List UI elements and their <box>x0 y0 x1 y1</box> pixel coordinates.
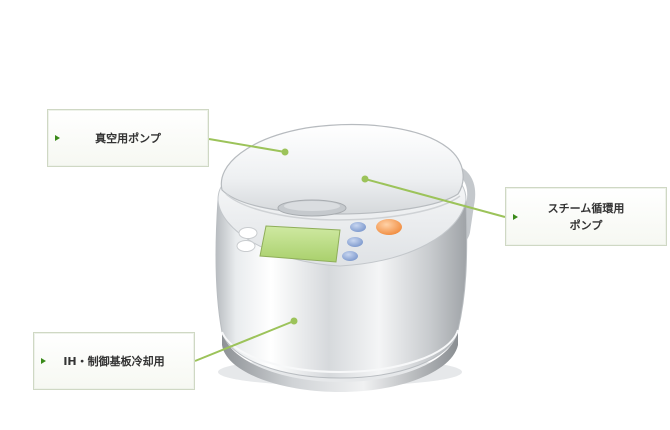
white-button-bottom <box>236 240 256 252</box>
leader-line-vacuum <box>208 138 286 153</box>
leader-dot-vacuum <box>281 148 289 156</box>
lid-release-highlight <box>284 201 340 211</box>
callout-steam-pump: スチーム循環用 ポンプ <box>505 187 667 246</box>
triangle-marker-icon <box>41 358 46 364</box>
orange-start-button <box>376 219 402 235</box>
lid <box>220 124 464 215</box>
leader-dots <box>281 148 369 325</box>
callout-vacuum-label: 真空用ポンプ <box>95 131 161 145</box>
leader-line-ih <box>194 320 295 362</box>
lcd-display <box>259 225 341 263</box>
blue-button-2 <box>347 237 363 247</box>
lid-edge <box>225 193 461 221</box>
callout-vacuum-pump: 真空用ポンプ <box>47 109 209 167</box>
leader-dot-steam <box>361 175 369 183</box>
callout-steam-label: スチーム循環用 ポンプ <box>547 201 625 232</box>
leader-line-steam <box>364 178 506 218</box>
callout-ih-label: IH・制御基板冷却用 <box>63 354 165 368</box>
triangle-marker-icon <box>55 135 60 141</box>
triangle-marker-icon <box>513 213 518 220</box>
blue-button-1 <box>350 222 366 232</box>
leader-dot-ih <box>290 317 298 325</box>
white-button-top <box>238 227 258 239</box>
callout-ih-cooling: IH・制御基板冷却用 <box>33 332 195 390</box>
leader-lines <box>194 138 506 362</box>
base-ring <box>222 330 458 392</box>
blue-button-3 <box>342 251 358 261</box>
body-rim <box>221 329 459 374</box>
